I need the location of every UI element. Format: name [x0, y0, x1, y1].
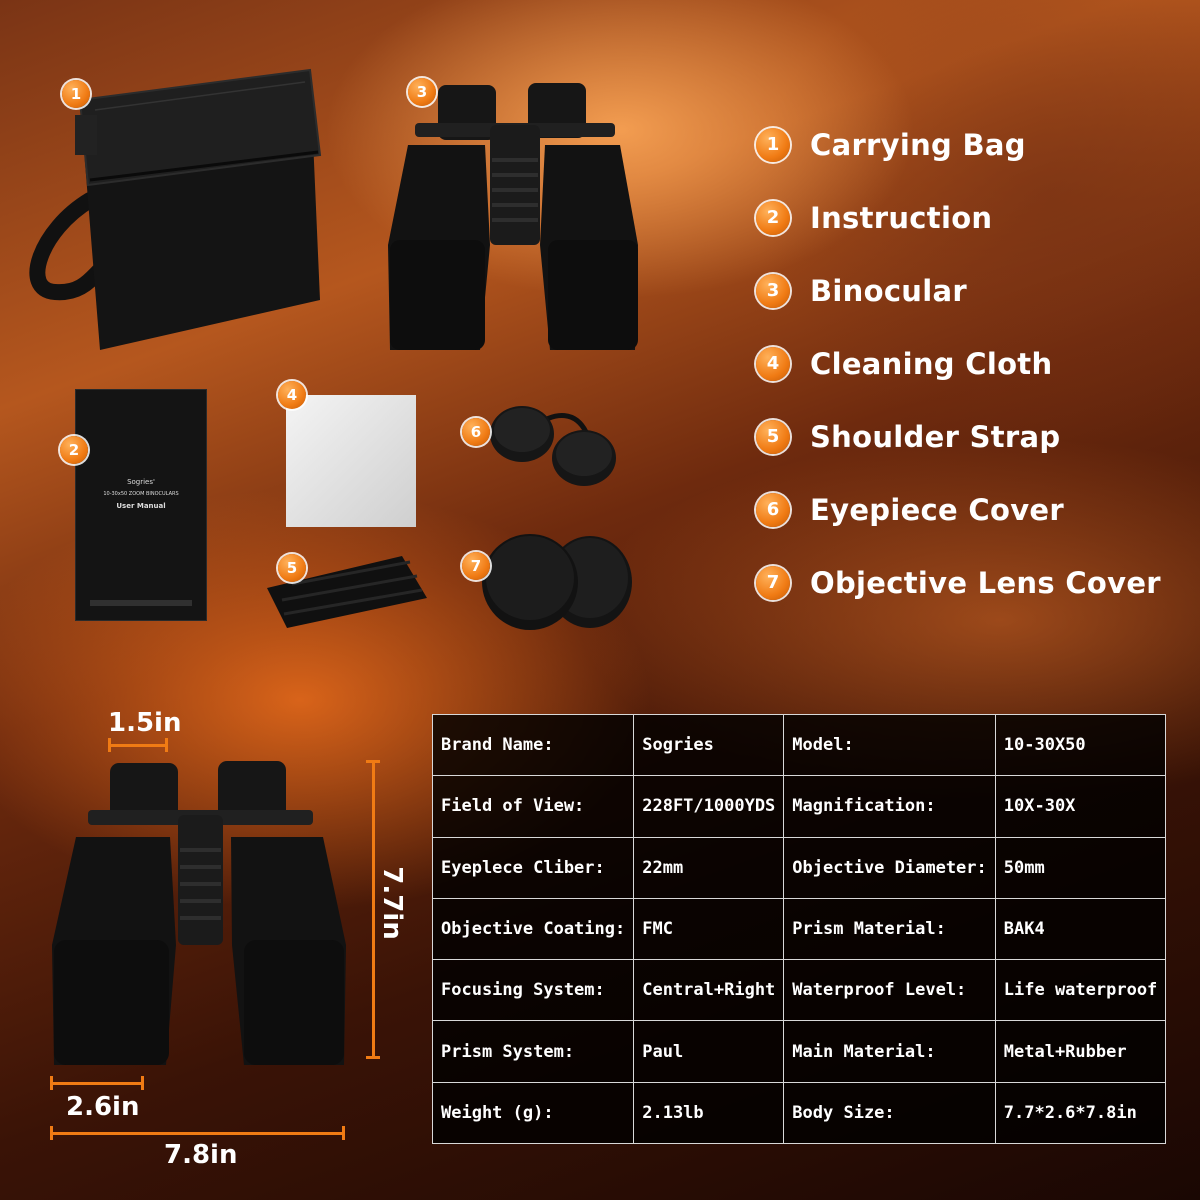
legend-badge-3: 3: [756, 273, 790, 308]
table-row: Weight (g): 2.13lb Body Size: 7.7*2.6*7.…: [431, 1081, 1167, 1145]
spec-label: Eyeplece Cliber:: [431, 836, 635, 899]
legend-item-carrying-bag: 1 Carrying Bag: [756, 108, 1161, 181]
shoulder-strap-image: [262, 548, 432, 633]
dimension-line-depth: [50, 1082, 144, 1085]
spec-value: 50mm: [994, 836, 1167, 899]
dimension-depth: 2.6in: [66, 1092, 140, 1122]
dimension-tick: [165, 738, 168, 752]
legend-badge-5: 5: [756, 419, 790, 454]
table-row: Eyeplece Cliber: 22mm Objective Diameter…: [431, 836, 1167, 899]
dimension-tick: [141, 1076, 144, 1090]
legend-badge-7: 7: [756, 565, 790, 600]
spec-label: Field of View:: [431, 775, 635, 838]
spec-label: Objective Coating:: [431, 897, 635, 961]
spec-value: Life waterproof: [994, 959, 1167, 1022]
spec-value: 22mm: [633, 836, 785, 899]
spec-value: Paul: [633, 1020, 785, 1083]
legend-label: Instruction: [810, 200, 993, 235]
dimension-tick: [366, 1056, 380, 1059]
legend-label: Eyepiece Cover: [810, 492, 1064, 527]
table-row: Prism System: Paul Main Material: Metal+…: [431, 1020, 1167, 1083]
binocular-image: [380, 75, 650, 360]
dimension-tick: [342, 1126, 345, 1140]
item-7-badge: 7: [462, 552, 490, 580]
legend-item-eyepiece-cover: 6 Eyepiece Cover: [756, 473, 1161, 546]
spec-value: 7.7*2.6*7.8in: [994, 1081, 1167, 1145]
dimension-height: 7.7in: [377, 866, 407, 940]
legend-badge-4: 4: [756, 346, 790, 381]
objective-lens-cover-image: [470, 528, 635, 633]
spec-value: 10-30X50: [994, 713, 1167, 777]
dimension-line-width: [50, 1132, 345, 1135]
manual-model-line: 10-30x50 ZOOM BINOCULARS: [103, 491, 179, 497]
legend-label: Objective Lens Cover: [810, 565, 1161, 600]
spec-value: 10X-30X: [994, 775, 1167, 838]
legend-badge-6: 6: [756, 492, 790, 527]
spec-label: Objective Diameter:: [783, 836, 996, 899]
spec-value: Metal+Rubber: [994, 1020, 1167, 1083]
item-3-badge: 3: [408, 78, 436, 106]
spec-label: Magnification:: [783, 775, 996, 838]
legend-item-objective-lens-cover: 7 Objective Lens Cover: [756, 546, 1161, 619]
legend-label: Binocular: [810, 273, 967, 308]
instruction-manual: Sogries' 10-30x50 ZOOM BINOCULARS User M…: [76, 390, 206, 620]
carrying-bag-image: [20, 60, 330, 360]
table-row: Field of View: 228FT/1000YDS Magnificati…: [431, 775, 1167, 838]
dimension-width: 7.8in: [164, 1140, 238, 1170]
dimension-tick: [108, 738, 111, 752]
legend-badge-2: 2: [756, 200, 790, 235]
legend-item-cleaning-cloth: 4 Cleaning Cloth: [756, 327, 1161, 400]
table-row: Objective Coating: FMC Prism Material: B…: [431, 897, 1167, 961]
item-5-badge: 5: [278, 554, 306, 582]
legend-label: Carrying Bag: [810, 127, 1026, 162]
dimension-tick: [50, 1126, 53, 1140]
cleaning-cloth: [286, 395, 416, 527]
dimension-line-height: [372, 760, 375, 1058]
manual-footer-text: [90, 600, 192, 606]
legend-label: Cleaning Cloth: [810, 346, 1053, 381]
item-1-badge: 1: [62, 80, 90, 108]
eyepiece-cover-image: [486, 402, 626, 497]
spec-label: Model:: [783, 713, 996, 777]
spec-value: FMC: [633, 897, 785, 961]
item-4-badge: 4: [278, 381, 306, 409]
legend-item-shoulder-strap: 5 Shoulder Strap: [756, 400, 1161, 473]
spec-label: Weight (g):: [431, 1081, 635, 1145]
dimension-tick: [50, 1076, 53, 1090]
dimension-tick: [366, 760, 380, 763]
item-6-badge: 6: [462, 418, 490, 446]
spec-label: Body Size:: [783, 1081, 996, 1145]
spec-value: 228FT/1000YDS: [633, 775, 785, 838]
legend-item-instruction: 2 Instruction: [756, 181, 1161, 254]
legend-label: Shoulder Strap: [810, 419, 1061, 454]
manual-title: User Manual: [116, 502, 166, 510]
spec-label: Main Material:: [783, 1020, 996, 1083]
dimension-line-eyepiece: [108, 744, 168, 747]
binocular-dimension-image: [48, 755, 353, 1070]
spec-label: Brand Name:: [431, 713, 635, 777]
spec-value: Sogries: [633, 713, 785, 777]
spec-value: BAK4: [994, 897, 1167, 961]
spec-label: Prism System:: [431, 1020, 635, 1083]
table-row: Brand Name: Sogries Model: 10-30X50: [431, 713, 1167, 777]
item-2-badge: 2: [60, 436, 88, 464]
table-row: Focusing System: Central+Right Waterproo…: [431, 959, 1167, 1022]
spec-label: Waterproof Level:: [783, 959, 996, 1022]
spec-value: 2.13lb: [633, 1081, 785, 1145]
legend-item-binocular: 3 Binocular: [756, 254, 1161, 327]
legend-badge-1: 1: [756, 127, 790, 162]
spec-label: Prism Material:: [783, 897, 996, 961]
spec-value: Central+Right: [633, 959, 785, 1022]
components-legend: 1 Carrying Bag 2 Instruction 3 Binocular…: [756, 108, 1161, 619]
specifications-table: Brand Name: Sogries Model: 10-30X50 Fiel…: [431, 713, 1167, 1145]
spec-label: Focusing System:: [431, 959, 635, 1022]
dimension-eyepiece-width: 1.5in: [108, 708, 182, 738]
manual-brand: Sogries': [127, 478, 155, 486]
